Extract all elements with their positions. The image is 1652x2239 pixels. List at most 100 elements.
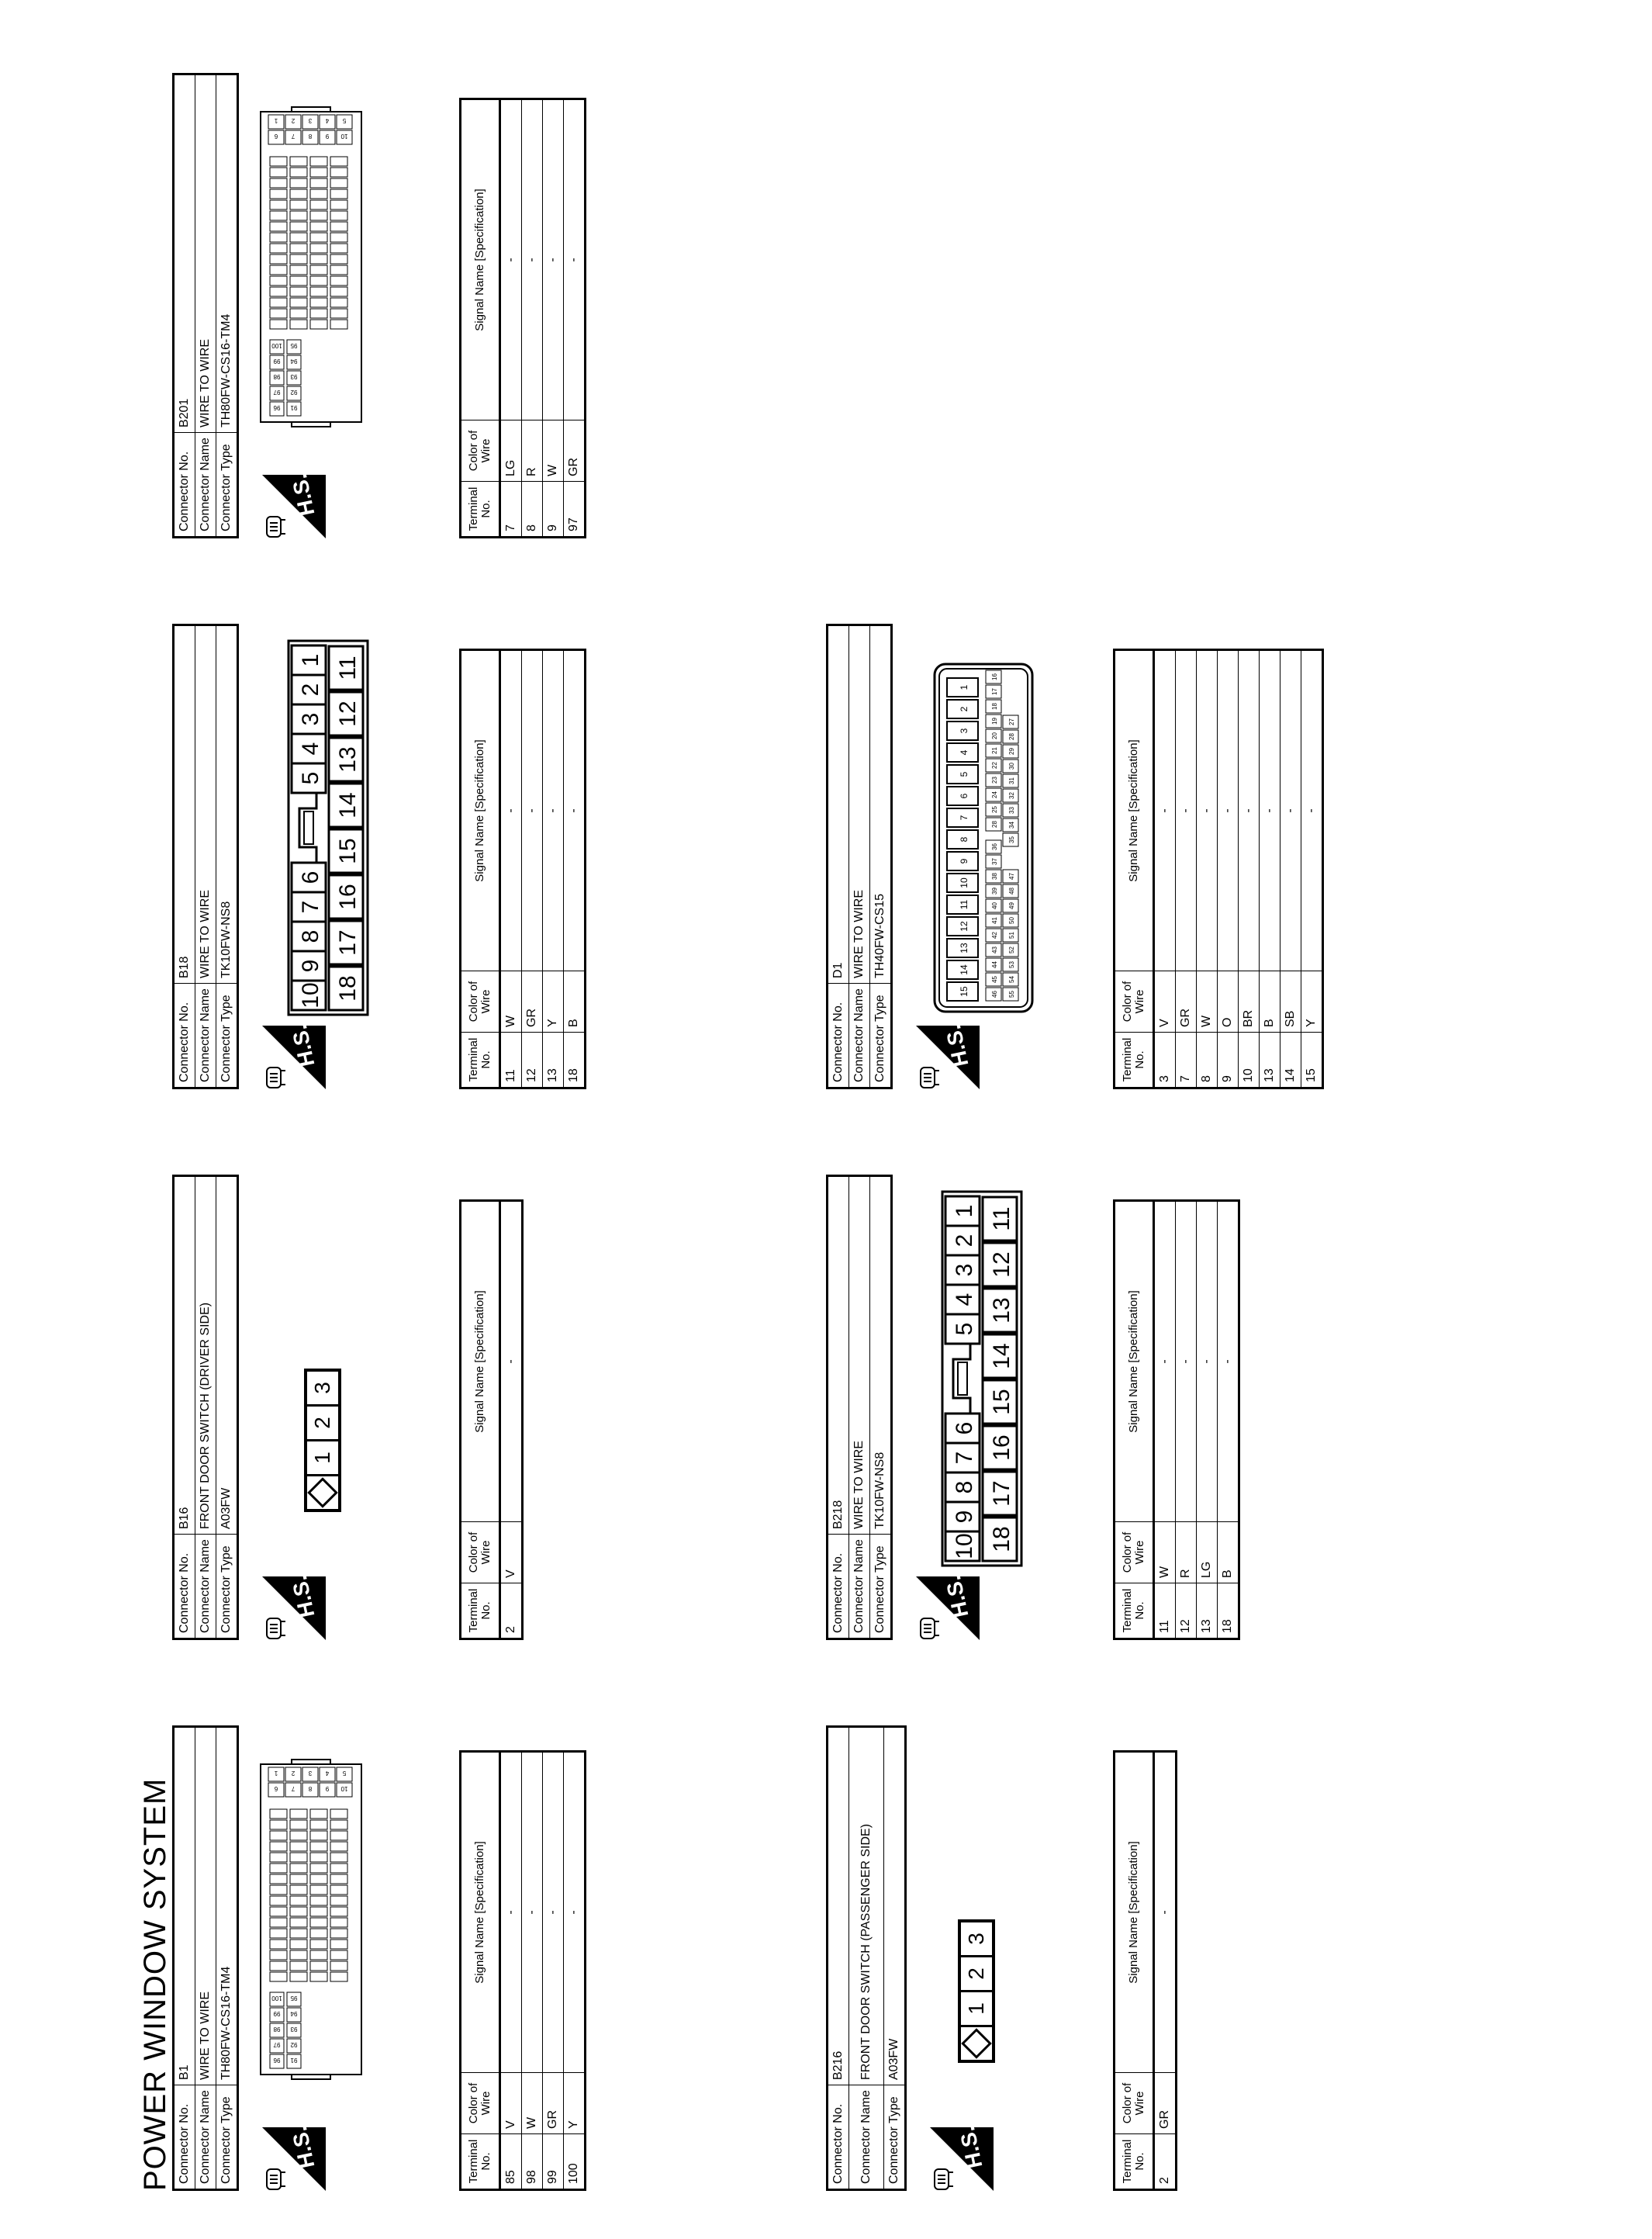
header-color-of-wire: Color of Wire [1114, 1521, 1154, 1583]
wire-color-cell: O [1217, 971, 1239, 1033]
svg-text:45: 45 [991, 976, 998, 983]
signal-name-cell: - [1196, 1200, 1218, 1522]
signal-name-cell: - [1153, 649, 1176, 971]
svg-text:3: 3 [952, 1264, 977, 1277]
svg-text:98: 98 [273, 373, 280, 380]
key-diamond-icon [961, 2027, 992, 2060]
wire-color-cell: GR [542, 2072, 564, 2134]
terminal-no-cell: 97 [563, 481, 586, 538]
svg-text:50: 50 [1008, 917, 1015, 924]
svg-text:1: 1 [959, 684, 969, 690]
svg-text:3: 3 [298, 713, 323, 726]
pin-label: 1 [961, 1992, 992, 2027]
signal-name-cell: - [521, 649, 543, 971]
connector-no-value: D1 [827, 625, 849, 984]
harness-side-icon: H.S. [262, 1023, 326, 1089]
svg-text:91: 91 [290, 2057, 297, 2064]
svg-text:31: 31 [1008, 777, 1015, 784]
label-connector-type: Connector Type [216, 1534, 238, 1639]
svg-text:20: 20 [991, 732, 998, 739]
terminal-no-cell: 9 [1217, 1032, 1239, 1088]
signal-name-cell: - [499, 649, 522, 971]
svg-text:7: 7 [298, 901, 323, 914]
terminal-no-cell: 13 [542, 1032, 564, 1088]
terminal-no-cell: 18 [1217, 1583, 1239, 1639]
svg-text:97: 97 [273, 389, 280, 396]
terminal-no-cell: 3 [1153, 1032, 1176, 1088]
signal-name-cell: - [1175, 649, 1197, 971]
header-terminal-no: Terminal No. [460, 481, 500, 538]
svg-text:33: 33 [1008, 807, 1015, 814]
svg-text:11: 11 [335, 656, 361, 680]
svg-text:5: 5 [342, 117, 346, 124]
svg-text:52: 52 [1008, 946, 1015, 953]
svg-text:46: 46 [991, 991, 998, 998]
svg-text:16: 16 [991, 673, 998, 680]
svg-text:16: 16 [989, 1434, 1014, 1460]
signal-name-cell: - [499, 1200, 523, 1522]
svg-text:99: 99 [273, 2010, 280, 2017]
connector-type-value: A03FW [216, 1175, 238, 1535]
svg-text:14: 14 [959, 964, 969, 975]
wire-color-cell: BR [1238, 971, 1260, 1033]
label-connector-type: Connector Type [216, 983, 238, 1088]
svg-text:5: 5 [959, 771, 969, 777]
connector-name-value: WIRE TO WIRE [195, 74, 216, 433]
svg-text:7: 7 [291, 133, 295, 140]
wire-color-cell: W [542, 420, 564, 482]
svg-text:94: 94 [290, 358, 297, 365]
svg-text:8: 8 [308, 1785, 312, 1792]
header-signal-name: Signal Name [Specification] [460, 1751, 500, 2073]
svg-text:5: 5 [342, 1770, 346, 1777]
header-terminal-no: Terminal No. [460, 1583, 500, 1639]
svg-text:13: 13 [959, 943, 969, 953]
svg-text:43: 43 [991, 946, 998, 953]
terminal-no-cell: 85 [499, 2133, 522, 2190]
wire-color-cell: LG [499, 420, 522, 482]
label-connector-type: Connector Type [216, 2085, 238, 2190]
svg-text:13: 13 [335, 746, 361, 772]
svg-text:6: 6 [274, 1785, 278, 1792]
label-connector-name: Connector Name [195, 432, 216, 538]
terminal-no-cell: 12 [521, 1032, 543, 1088]
svg-text:95: 95 [290, 1995, 297, 2002]
svg-text:2: 2 [298, 683, 323, 697]
pin-label: 3 [307, 1372, 338, 1407]
signal-name-cell: - [521, 1751, 543, 2073]
wire-color-cell: GR [1175, 971, 1197, 1033]
terminal-no-cell: 98 [521, 2133, 543, 2190]
label-connector-name: Connector Name [195, 1534, 216, 1639]
svg-text:15: 15 [989, 1389, 1014, 1414]
svg-text:8: 8 [298, 930, 323, 943]
connector-type-value: A03FW [883, 1726, 906, 2085]
label-connector-type: Connector Type [869, 983, 892, 1088]
wire-color-cell: LG [1196, 1521, 1218, 1583]
svg-text:8: 8 [952, 1481, 977, 1494]
key-diamond-icon [307, 1476, 338, 1509]
svg-text:10: 10 [952, 1533, 977, 1559]
harness-side-icon: H.S. [930, 2124, 994, 2191]
svg-text:9: 9 [325, 133, 329, 140]
wire-color-cell: W [521, 2072, 543, 2134]
pin-label: 3 [961, 1922, 992, 1957]
svg-text:17: 17 [335, 929, 361, 955]
connector-name-value: WIRE TO WIRE [195, 1726, 216, 2085]
signal-name-cell: - [1301, 649, 1323, 971]
pin-label: 2 [961, 1957, 992, 1992]
pin-label: 1 [307, 1441, 338, 1476]
svg-text:4: 4 [959, 749, 969, 755]
